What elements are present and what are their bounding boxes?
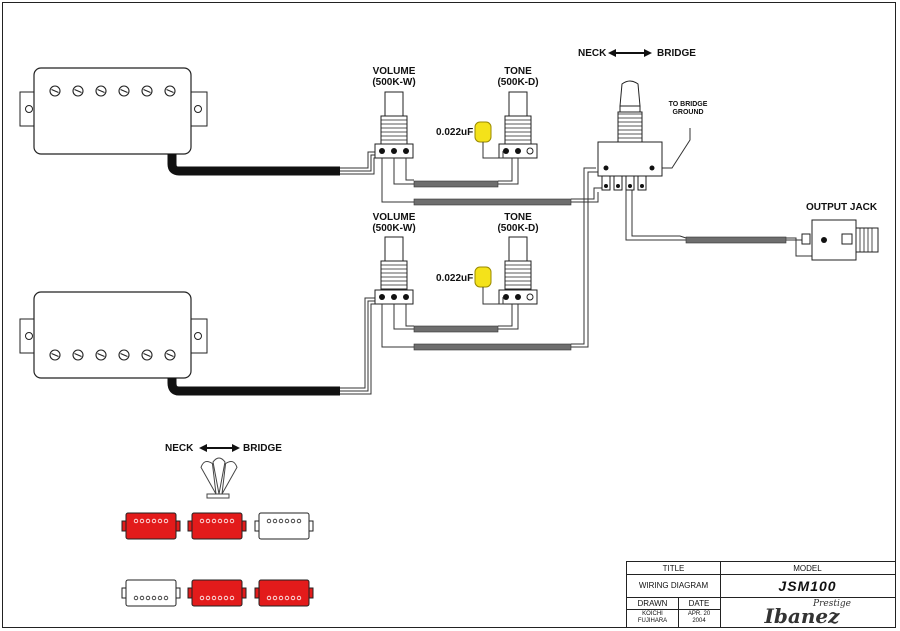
bridge-pickup-cable bbox=[167, 378, 340, 396]
label-volume-1: VOLUME (500K-W) bbox=[372, 66, 416, 88]
pickup-state-1-1 bbox=[121, 512, 181, 540]
label-tone-2: TONE (500K-D) bbox=[497, 212, 539, 234]
neck-pickup-cable bbox=[167, 154, 340, 176]
date-header: DATE bbox=[688, 599, 710, 608]
label-bridge-top: BRIDGE bbox=[657, 48, 696, 59]
pickup-state-1-3 bbox=[254, 512, 314, 540]
brand-logo: Ibanez bbox=[764, 604, 840, 628]
pickup-state-2-3 bbox=[254, 579, 314, 607]
label-tone-1: TONE (500K-D) bbox=[497, 66, 539, 88]
title-value: WIRING DIAGRAM bbox=[638, 581, 709, 590]
label-output-jack: OUTPUT JACK bbox=[806, 202, 878, 213]
label-capacitor-2: 0.022uF bbox=[436, 273, 474, 284]
bridge-humbucker bbox=[19, 291, 208, 379]
tone-pot-1 bbox=[498, 91, 538, 159]
label-bridge-bottom: BRIDGE bbox=[243, 443, 282, 454]
shielded-cables bbox=[413, 180, 787, 351]
capacitor-1 bbox=[474, 121, 492, 143]
brand-sub: Prestige bbox=[813, 599, 851, 609]
switch-positions-illustration bbox=[200, 457, 238, 499]
neck-bridge-arrow-top bbox=[608, 49, 652, 57]
pickup-state-2-1 bbox=[121, 579, 181, 607]
drawn-header: DRAWN bbox=[637, 599, 668, 608]
drawn-value: KOICHI FUJIHARA bbox=[637, 611, 668, 624]
volume-pot-2 bbox=[374, 236, 414, 305]
title-block: TITLE WIRING DIAGRAM MODEL JSM100 DRAWN … bbox=[626, 561, 896, 628]
output-jack bbox=[801, 219, 879, 261]
date-value: APR. 20 2004 bbox=[687, 611, 711, 624]
label-neck-bottom: NECK bbox=[165, 443, 194, 454]
label-capacitor-1: 0.022uF bbox=[436, 127, 474, 138]
label-neck-top: NECK bbox=[578, 48, 607, 59]
model-header: MODEL bbox=[793, 564, 822, 573]
pickup-state-2-2 bbox=[187, 579, 247, 607]
tone-pot-2 bbox=[498, 236, 538, 305]
pickup-selector-switch bbox=[597, 80, 663, 191]
label-bridge-ground: TO BRIDGE GROUND bbox=[668, 101, 708, 116]
capacitor-2 bbox=[474, 266, 492, 288]
neck-humbucker bbox=[19, 67, 208, 155]
neck-bridge-arrow-bottom bbox=[199, 444, 240, 452]
volume-pot-1 bbox=[374, 91, 414, 159]
label-volume-2: VOLUME (500K-W) bbox=[372, 212, 416, 234]
model-value: JSM100 bbox=[778, 578, 837, 594]
pickup-state-1-2 bbox=[187, 512, 247, 540]
pickup-state-icons bbox=[121, 512, 314, 607]
title-header: TITLE bbox=[662, 564, 685, 573]
